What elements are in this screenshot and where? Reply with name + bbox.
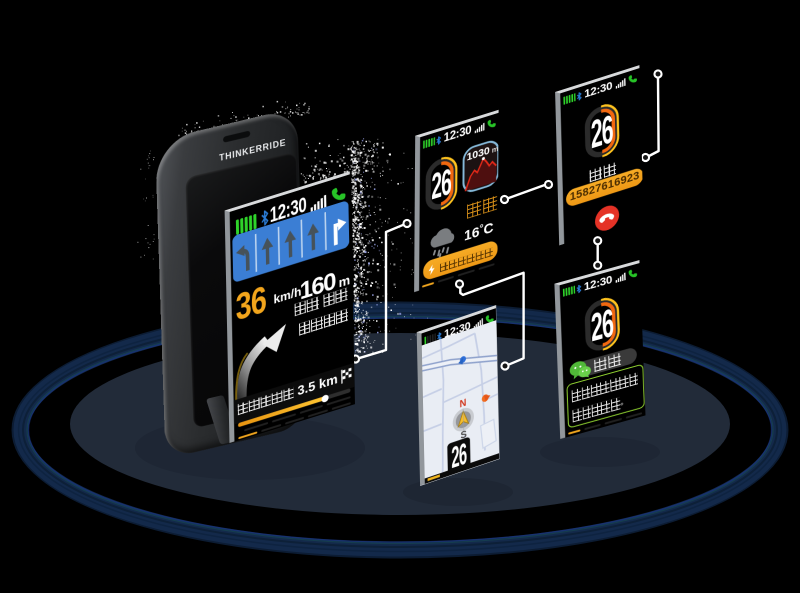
svg-text:S: S [460, 429, 467, 442]
svg-text:26: 26 [590, 106, 613, 157]
svg-text:26: 26 [451, 437, 467, 475]
svg-text:26: 26 [590, 300, 614, 351]
svg-text:N: N [459, 398, 466, 411]
svg-text:26: 26 [431, 162, 451, 208]
